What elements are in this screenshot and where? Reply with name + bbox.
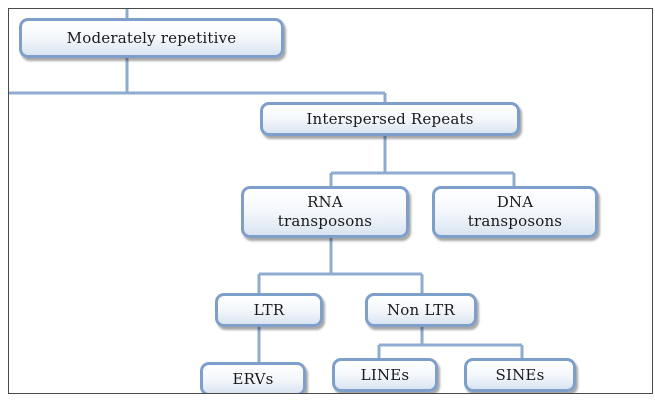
diagram-frame: Moderately repetitive Interspersed Repea… bbox=[8, 8, 653, 394]
node-lines-label: LINEs bbox=[360, 365, 410, 384]
node-sines: SINEs bbox=[464, 358, 576, 392]
node-lines: LINEs bbox=[332, 358, 438, 392]
node-moderately-repetitive: Moderately repetitive bbox=[19, 18, 284, 58]
node-rna-transposons: RNA transposons bbox=[241, 186, 409, 238]
node-dna-transposons-line1: DNA bbox=[496, 193, 534, 211]
node-sines-label: SINEs bbox=[495, 365, 545, 384]
connector-lines bbox=[9, 9, 524, 366]
node-ervs-label: ERVs bbox=[232, 369, 274, 388]
node-interspersed-repeats-label: Interspersed Repeats bbox=[306, 109, 474, 128]
node-non-ltr: Non LTR bbox=[365, 293, 477, 327]
node-dna-transposons: DNA transposons bbox=[432, 186, 598, 238]
node-rna-transposons-line1: RNA bbox=[307, 193, 343, 211]
node-dna-transposons-line2: transposons bbox=[467, 212, 563, 230]
node-interspersed-repeats: Interspersed Repeats bbox=[260, 102, 520, 136]
node-ervs: ERVs bbox=[200, 362, 306, 393]
node-moderately-repetitive-label: Moderately repetitive bbox=[66, 28, 237, 47]
node-ltr: LTR bbox=[215, 293, 323, 327]
node-rna-transposons-line2: transposons bbox=[277, 212, 373, 230]
node-ltr-label: LTR bbox=[253, 300, 285, 319]
node-non-ltr-label: Non LTR bbox=[386, 300, 456, 319]
